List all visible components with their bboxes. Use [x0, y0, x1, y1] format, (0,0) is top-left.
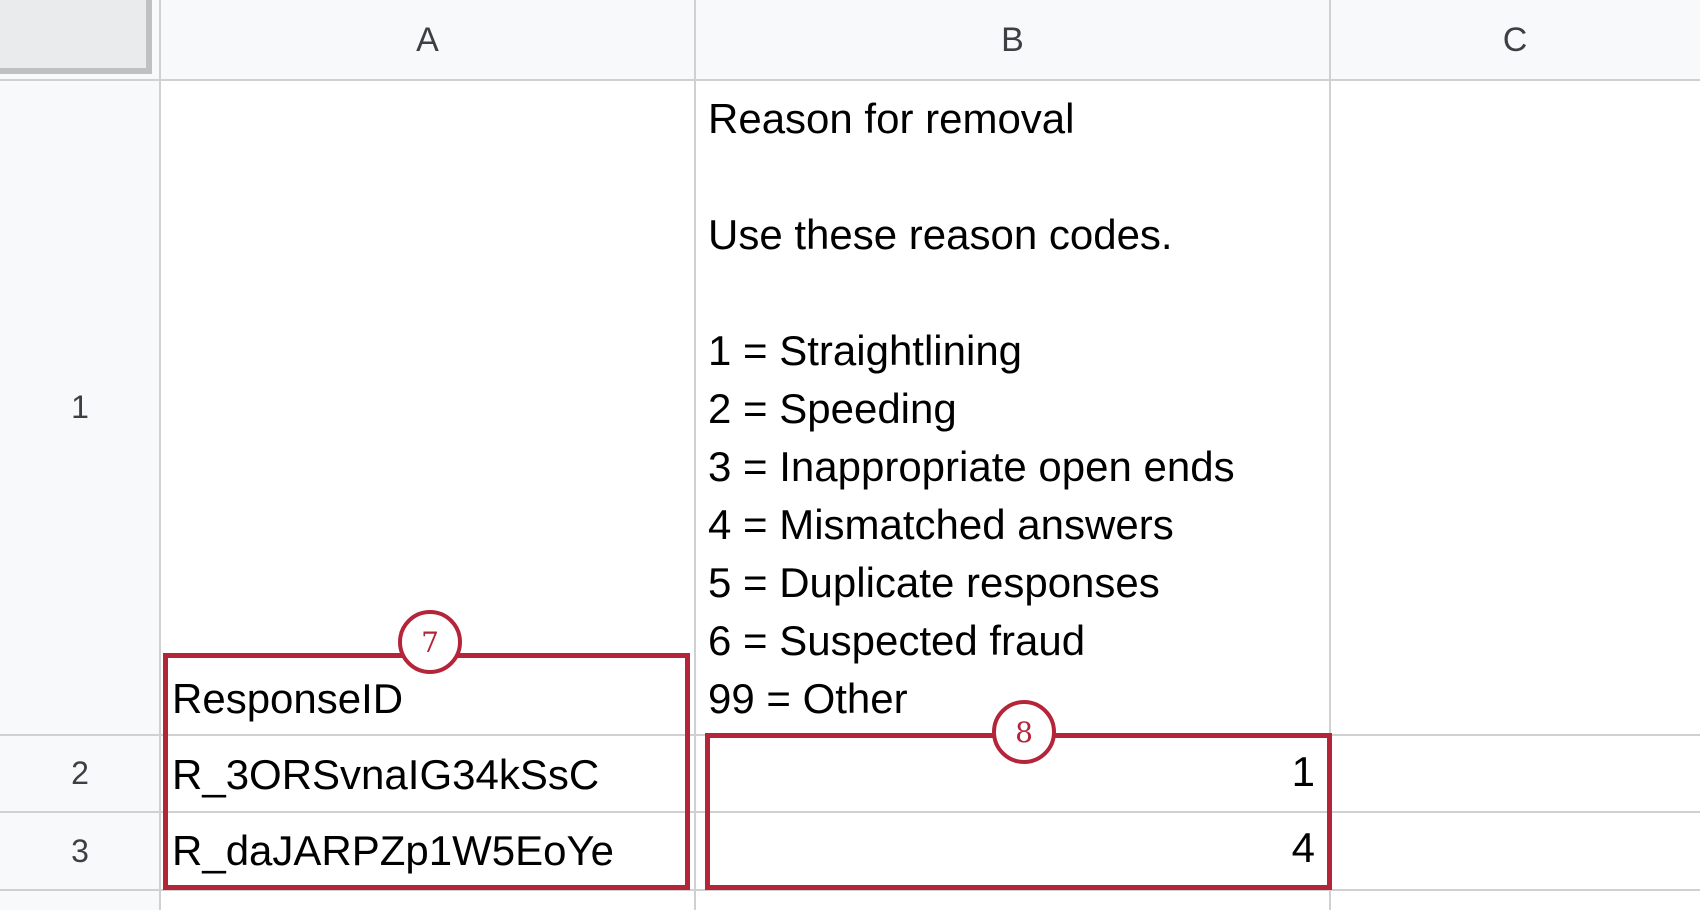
callout-badge-8: 8 [992, 700, 1056, 764]
column-header-a[interactable]: A [160, 0, 695, 80]
row-header-4[interactable] [0, 890, 160, 910]
cell-a1[interactable]: ResponseID [172, 675, 404, 722]
cell-b1[interactable]: Reason for removal Use these reason code… [708, 95, 1235, 722]
cell-a2[interactable]: R_3ORSvnaIG34kSsC [172, 751, 600, 798]
cell-b2[interactable]: 1 [1291, 748, 1315, 795]
cell-a3[interactable]: R_daJARPZp1W5EoYe [172, 827, 615, 874]
column-header-label: C [1502, 20, 1528, 59]
highlight-box-column-a [163, 653, 690, 890]
row-header-1[interactable]: 1 [0, 80, 160, 735]
callout-number: 7 [421, 625, 439, 659]
gridline [0, 811, 1700, 813]
gridline [0, 79, 1700, 81]
row-header-2[interactable]: 2 [0, 735, 160, 812]
gridline [694, 0, 696, 910]
select-all-corner-shade [0, 0, 152, 74]
column-header-label: B [1001, 20, 1024, 59]
gridline [159, 0, 161, 910]
column-header-c[interactable]: C [1330, 0, 1700, 80]
column-header-label: A [416, 20, 439, 59]
gridline [0, 889, 1700, 891]
callout-badge-7: 7 [398, 610, 462, 674]
row-header-label: 2 [71, 755, 89, 791]
row-header-label: 1 [71, 389, 89, 425]
row-header-label: 3 [71, 832, 89, 869]
cell-b3[interactable]: 4 [1291, 824, 1315, 871]
gridline [1329, 0, 1331, 910]
row-header-3[interactable]: 3 [0, 812, 160, 890]
callout-number: 8 [1015, 715, 1033, 749]
column-header-b[interactable]: B [695, 0, 1330, 80]
